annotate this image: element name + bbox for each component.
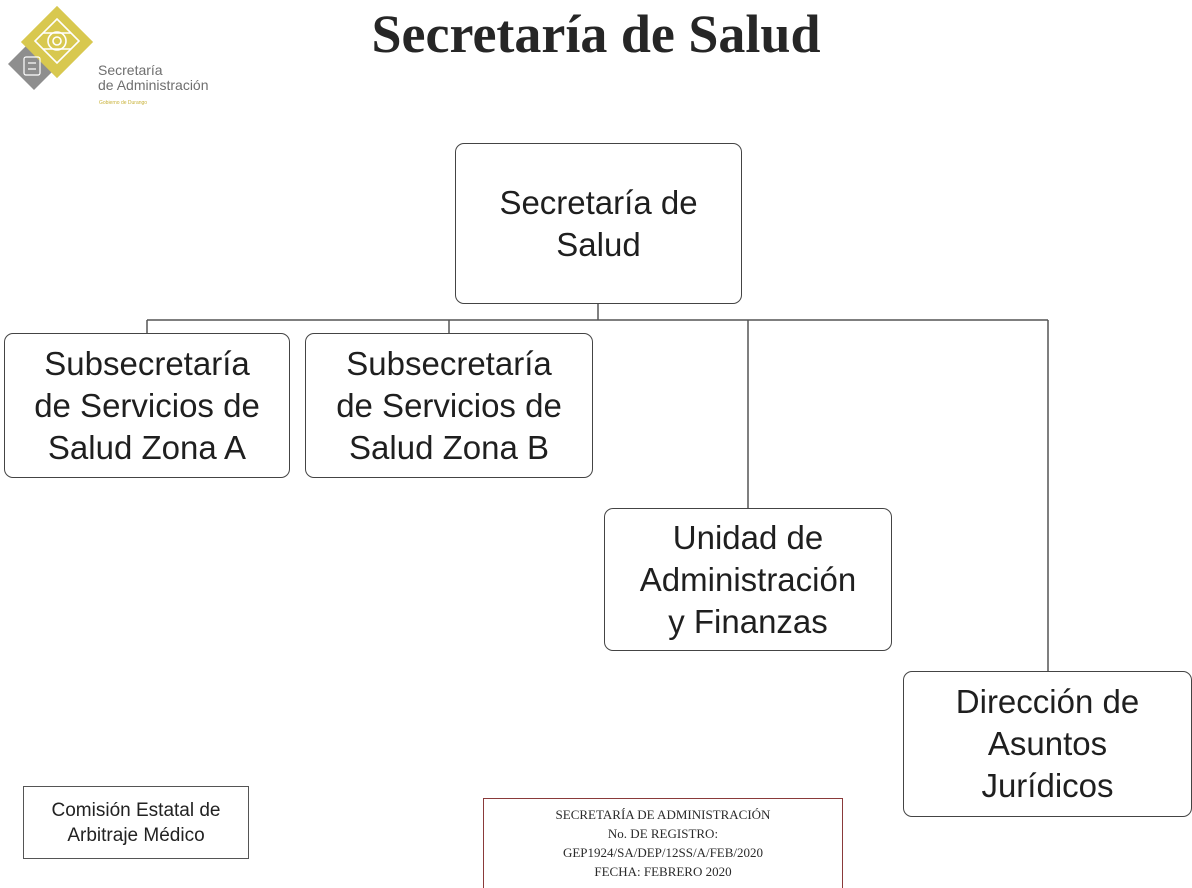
- node-unidad-administracion-finanzas: Unidad de Administración y Finanzas: [604, 508, 892, 651]
- node-line: Subsecretaría: [346, 344, 552, 382]
- node-line: Salud Zona A: [47, 428, 247, 466]
- node-line: Salud Zona B: [349, 428, 549, 466]
- node-line: de Servicios de: [336, 386, 562, 424]
- node-line: Subsecretaría: [44, 344, 250, 382]
- node-line: Unidad de: [672, 518, 824, 556]
- node-line: Administración: [639, 560, 857, 598]
- stamp-line1: SECRETARÍA DE ADMINISTRACIÓN: [555, 807, 771, 822]
- node-direccion-asuntos-juridicos: Dirección de Asuntos Jurídicos: [903, 671, 1192, 817]
- diamond-emblem-icon: [8, 5, 94, 90]
- logo: Secretaría de Administración Gobierno de…: [6, 4, 246, 114]
- node-line: Dirección de: [955, 683, 1140, 720]
- stamp-line4: FECHA: FEBRERO 2020: [594, 864, 732, 879]
- node-line: y Finanzas: [668, 602, 828, 640]
- logo-line3: Gobierno de Durango: [99, 100, 148, 106]
- node-subsecretaria-zona-a: Subsecretaría de Servicios de Salud Zona…: [4, 333, 290, 478]
- node-subsecretaria-zona-b: Subsecretaría de Servicios de Salud Zona…: [305, 333, 593, 478]
- node-line: Jurídicos: [981, 767, 1114, 804]
- stamp-line3: GEP1924/SA/DEP/12SS/A/FEB/2020: [562, 845, 764, 860]
- node-line: Salud: [556, 225, 641, 263]
- logo-line2: de Administración: [98, 77, 209, 93]
- logo-line1: Secretaría: [98, 62, 163, 78]
- node-line: de Servicios de: [34, 386, 260, 424]
- comision-arbitraje-medico-box: Comisión Estatal de Arbitraje Médico: [23, 786, 249, 859]
- stamp-line2: No. DE REGISTRO:: [607, 826, 719, 841]
- node-line: Secretaría de: [499, 183, 698, 221]
- node-line: Asuntos: [987, 725, 1108, 762]
- page-title: Secretaría de Salud: [371, 4, 821, 64]
- node-secretaria-de-salud: Secretaría de Salud: [455, 143, 742, 304]
- side-box-line: Arbitraje Médico: [67, 824, 205, 846]
- side-box-line: Comisión Estatal de: [51, 799, 221, 821]
- registration-stamp: SECRETARÍA DE ADMINISTRACIÓN No. DE REGI…: [483, 798, 843, 888]
